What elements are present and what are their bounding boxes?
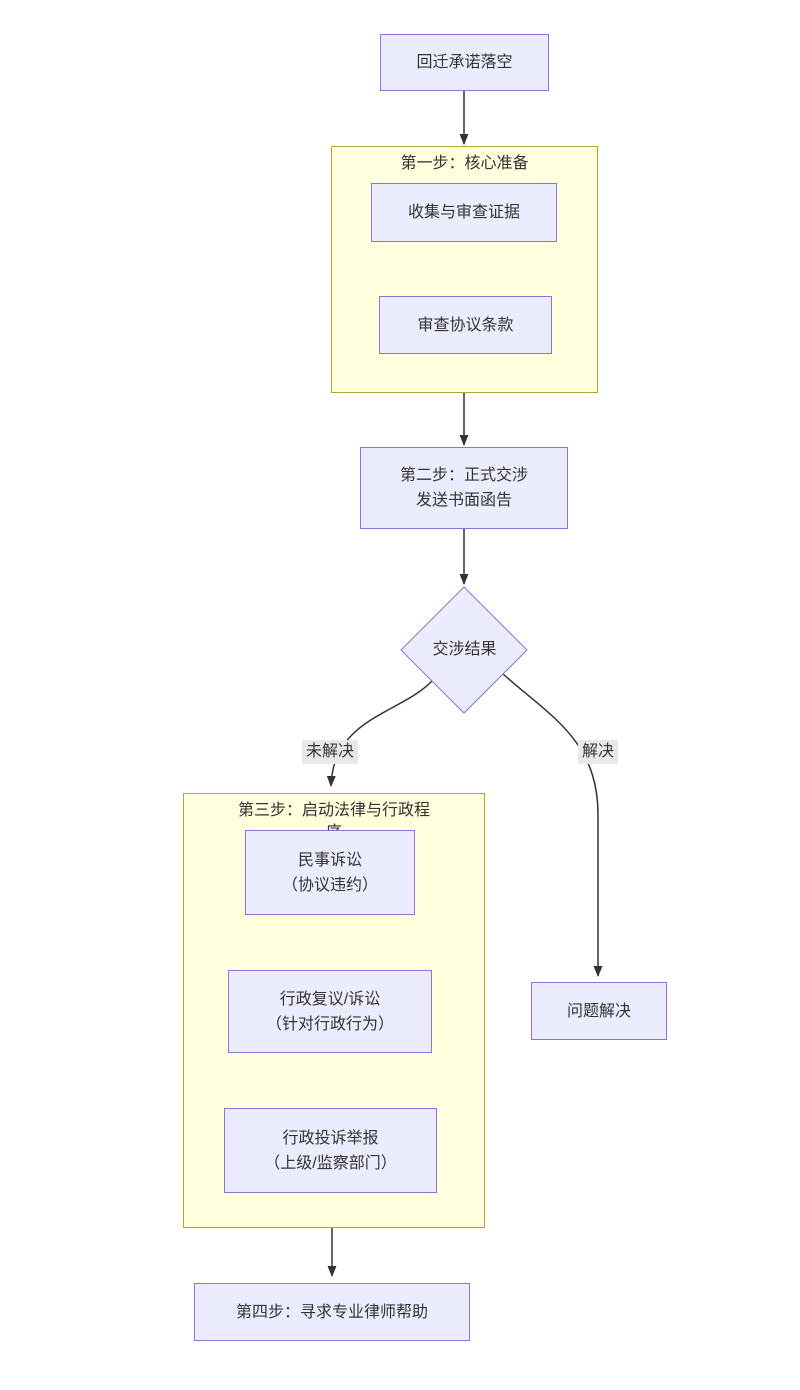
edge-decision-to-solved-resolved <box>502 673 603 977</box>
node-step4: 第四步：寻求专业律师帮助 <box>194 1283 470 1341</box>
node-civil-litigation: 民事诉讼 （协议违约） <box>245 830 415 915</box>
node-admin-complaint-line2: （上级/监察部门） <box>264 1154 397 1172</box>
node-problem-solved: 问题解决 <box>531 982 667 1040</box>
edge-decision-to-step3-unresolved <box>326 680 433 787</box>
cluster-step1-title: 第一步：核心准备 <box>400 155 529 172</box>
node-problem-solved-label: 问题解决 <box>566 1002 631 1020</box>
node-step2-line2: 发送书面函告 <box>415 492 512 509</box>
decision-label: 交涉结果 <box>432 641 497 658</box>
edge-label-resolved: 解决 <box>577 740 619 764</box>
node-civil-litigation-line1: 民事诉讼 <box>297 851 362 869</box>
node-civil-litigation-line2: （协议违约） <box>281 876 378 894</box>
node-review-terms-label: 审查协议条款 <box>417 316 514 334</box>
node-collect-evidence-label: 收集与审查证据 <box>407 204 520 221</box>
node-start: 回迁承诺落空 <box>380 34 549 91</box>
node-admin-review: 行政复议/诉讼 （针对行政行为） <box>228 970 432 1053</box>
node-collect-evidence: 收集与审查证据 <box>371 183 557 242</box>
node-admin-complaint-line1: 行政投诉举报 <box>282 1129 379 1147</box>
node-step4-label: 第四步：寻求专业律师帮助 <box>235 1303 428 1321</box>
node-admin-complaint: 行政投诉举报 （上级/监察部门） <box>224 1108 437 1193</box>
edge-label-unresolved: 未解决 <box>301 740 359 764</box>
node-step2-line1: 第二步：正式交涉 <box>399 467 528 484</box>
cluster-step3-title-line1: 第三步：启动法律与行政程 <box>237 802 430 819</box>
node-start-label: 回迁承诺落空 <box>416 54 513 71</box>
node-step2: 第二步：正式交涉 发送书面函告 <box>360 447 568 529</box>
node-review-terms: 审查协议条款 <box>379 296 552 354</box>
node-admin-review-line1: 行政复议/诉讼 <box>279 990 381 1008</box>
node-admin-review-line2: （针对行政行为） <box>265 1015 394 1033</box>
